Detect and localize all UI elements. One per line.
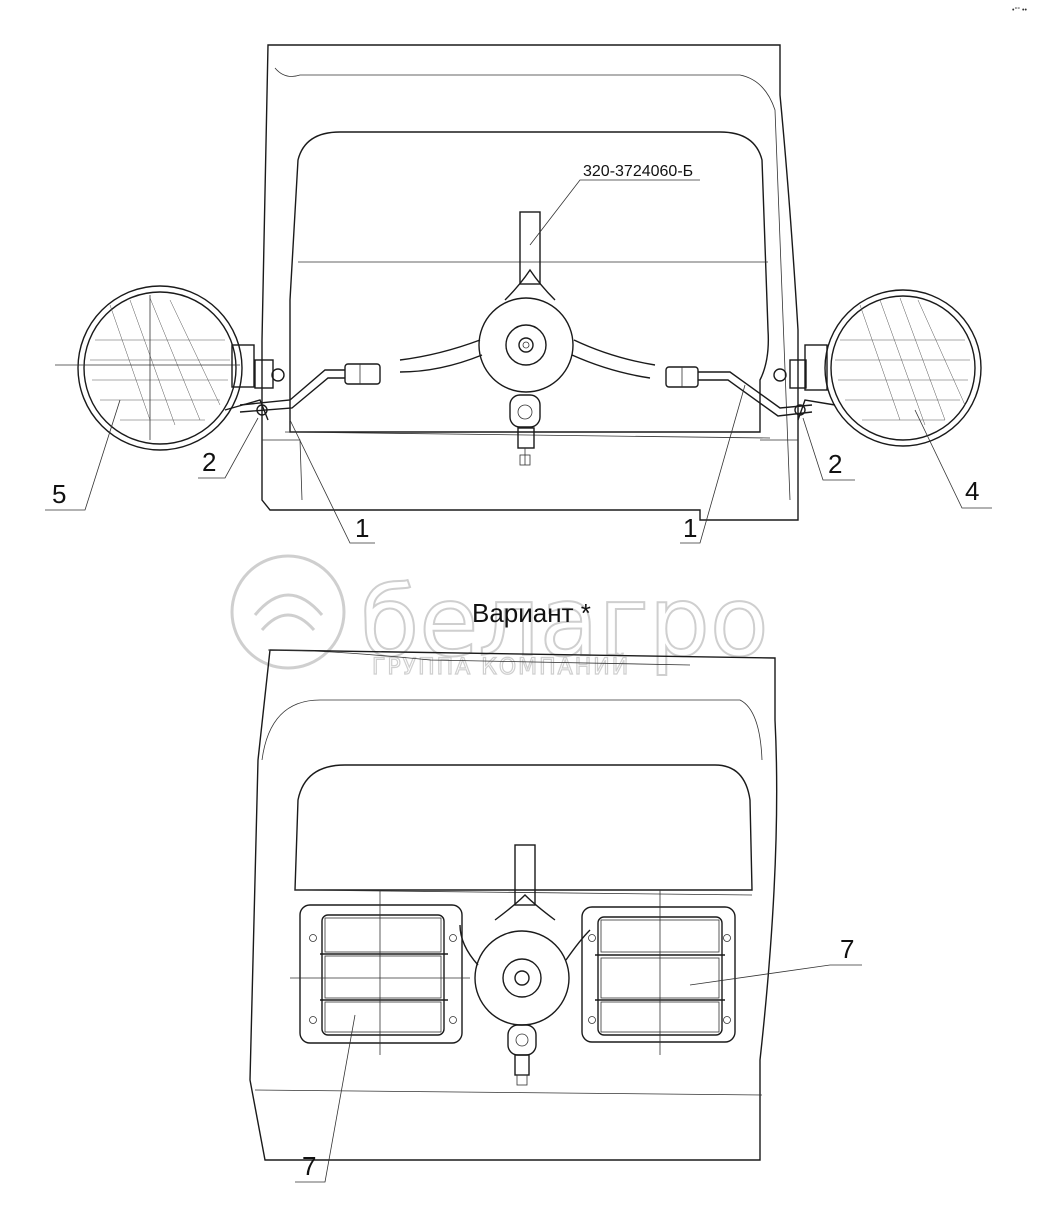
callout-1-left: 1: [355, 513, 369, 543]
assembly-code-label: 320-3724060-Б: [583, 163, 693, 180]
leader-code: [529, 179, 700, 246]
brand-logo-icon: [230, 554, 346, 670]
callout-7-bottom: 7: [302, 1151, 316, 1181]
leader-5: [45, 399, 121, 511]
left-rect-lamp: [290, 890, 470, 1055]
callout-2-right: 2: [828, 449, 842, 479]
leader-1-right: [680, 384, 746, 544]
cab-outline-top: [261, 44, 799, 521]
beacon-assembly-top: [399, 211, 656, 466]
leader-4: [914, 409, 992, 509]
variant-caption: Вариант *: [472, 598, 591, 628]
cable-connectors: [239, 363, 813, 417]
brand-subtitle: ГРУППА КОМПАНИЙ: [372, 654, 630, 680]
right-work-lamp: [773, 289, 982, 447]
left-work-lamp: [55, 285, 285, 451]
leader-1-left: [289, 419, 375, 544]
cab-outline-bottom: [249, 649, 778, 1161]
leader-2-right: [802, 417, 855, 481]
beacon-assembly-bottom: [459, 844, 591, 1086]
windshield-top: [289, 131, 770, 433]
corner-mark: •°° ••: [1012, 6, 1027, 14]
callout-1-right: 1: [683, 513, 697, 543]
leader-7-bottom: [295, 1014, 356, 1183]
top-view: 320-3724060-Б 5 2 1 1 2 4: [45, 44, 992, 544]
windshield-bottom: [294, 764, 753, 891]
leader-2-left: [198, 417, 259, 479]
bottom-view: 7 7: [249, 649, 862, 1183]
callout-7-right: 7: [840, 934, 854, 964]
leader-7-right: [689, 964, 862, 986]
callout-2-left: 2: [202, 447, 216, 477]
callout-5: 5: [52, 479, 66, 509]
right-rect-lamp: [581, 890, 736, 1055]
callout-4: 4: [965, 476, 979, 506]
